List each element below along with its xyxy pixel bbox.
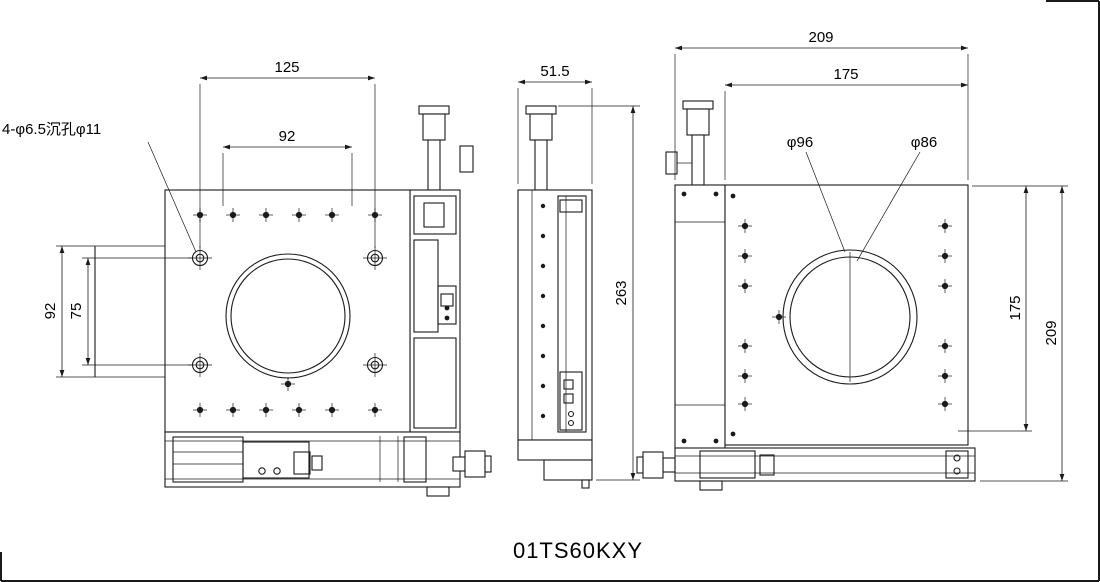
side-dimensions: 51.5 263 — [517, 63, 640, 481]
dim-rear-overall-height: 209 — [1043, 320, 1060, 345]
dim-side-overall-height: 263 — [613, 280, 630, 305]
counterbore-callout: 4-φ6.5沉孔φ11 — [2, 121, 101, 138]
rear-plate — [724, 184, 969, 446]
dim-rear-plate-width: 175 — [833, 66, 858, 83]
front-dimensions: 125 92 4-φ6.5沉孔φ11 92 75 — [2, 59, 376, 378]
front-vertical-micrometer — [418, 105, 474, 191]
dim-side-depth: 51.5 — [540, 63, 569, 80]
dim-rear-overall-width: 209 — [808, 29, 833, 46]
dim-bore-outer: φ96 — [787, 134, 813, 151]
front-view: 125 92 4-φ6.5沉孔φ11 92 75 — [2, 59, 492, 497]
dim-front-platform-height: 92 — [42, 303, 59, 320]
side-vertical-micrometer — [525, 105, 557, 191]
rear-x-micrometer — [636, 451, 676, 479]
rear-base-stage — [636, 447, 976, 491]
rear-vertical-micrometer — [682, 100, 714, 186]
side-view: 51.5 263 — [517, 63, 640, 489]
front-base-stage — [164, 431, 492, 497]
dim-front-overall-width: 125 — [274, 59, 299, 76]
dim-front-hole-width: 92 — [279, 128, 296, 145]
front-y-axis-column — [409, 189, 461, 433]
rear-y-axis-column — [665, 151, 726, 451]
rear-dimensions: 209 175 φ96 φ86 175 209 — [674, 29, 1068, 482]
dim-bore-inner: φ86 — [911, 134, 937, 151]
dim-front-hole-height: 75 — [68, 303, 85, 320]
side-body — [517, 189, 593, 489]
drawing-title: 01TS60KXY — [513, 538, 643, 563]
dim-rear-plate-height: 175 — [1007, 295, 1024, 320]
front-top-plate — [164, 189, 411, 433]
rear-view: 209 175 φ96 φ86 175 209 — [636, 29, 1068, 491]
